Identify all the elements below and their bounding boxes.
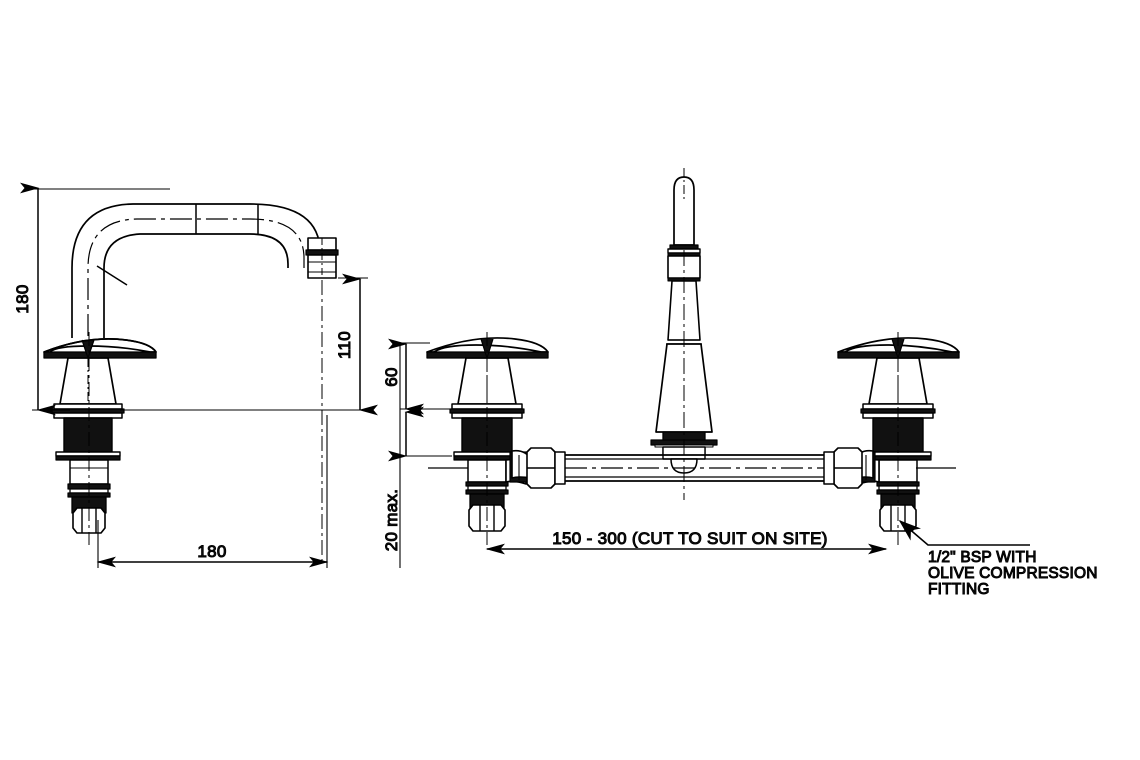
annotation-line-1: 1/2" BSP WITH (928, 549, 1037, 566)
dimension-spout-reach: 180 (96, 415, 329, 568)
left-valve-assembly (426, 332, 566, 545)
dimension-spout-height-label: 110 (335, 331, 354, 359)
dimension-spout-height: 110 (120, 273, 378, 416)
dimension-spout-reach-label: 180 (197, 542, 226, 561)
deck-flange (51, 403, 125, 419)
swivel-spout (71, 203, 321, 338)
compression-elbow (823, 447, 880, 489)
headwork-shroud (59, 357, 117, 405)
dimension-overall-height-label: 180 (13, 284, 32, 313)
compression-elbow (505, 447, 566, 489)
right-valve-assembly (823, 332, 960, 545)
dimension-handle-height-label: 60 (382, 367, 401, 387)
dimension-centre-spacing: 150 - 300 (CUT TO SUIT ON SITE) (485, 529, 888, 555)
cross-handle (43, 338, 157, 359)
annotation-line-2: OLIVE COMPRESSION (928, 565, 1098, 582)
view-side-elevation-swivel-spout-tap (43, 203, 339, 545)
dimension-overall-height: 180 (13, 182, 170, 416)
dimension-deck-thickness: 20 max. (382, 343, 452, 568)
annotation-inlet-fitting: 1/2" BSP WITH OLIVE COMPRESSION FITTING (898, 519, 1098, 599)
connecting-pipe (565, 454, 824, 482)
centre-spout (650, 168, 718, 500)
annotation-line-3: FITTING (928, 581, 990, 598)
dimension-handle-height: 60 (382, 338, 452, 415)
dimension-deck-thickness-label: 20 max. (382, 489, 401, 552)
dimension-centre-spacing-label: 150 - 300 (CUT TO SUIT ON SITE) (552, 529, 827, 548)
threaded-shank (55, 417, 121, 461)
spout-outlet-nozzle (305, 237, 339, 279)
